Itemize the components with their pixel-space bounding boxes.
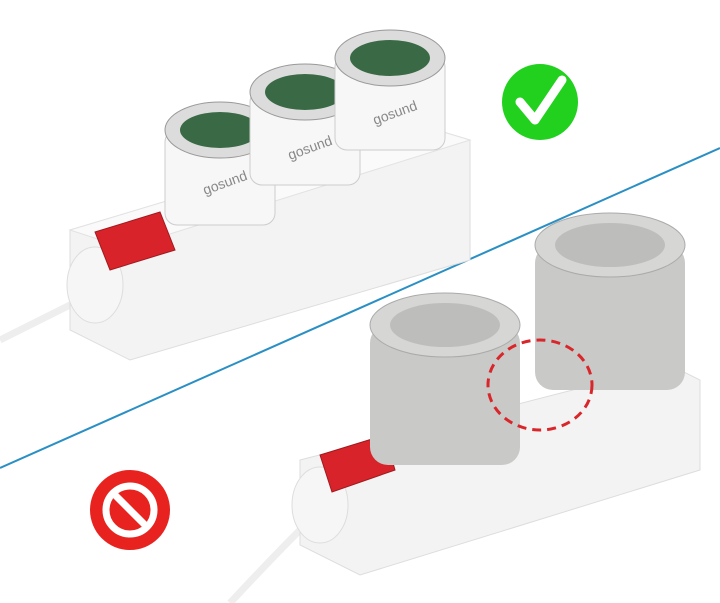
power-strip-bottom — [227, 212, 701, 603]
smart-plug: gosund — [164, 101, 276, 226]
smart-plug: gosund — [334, 29, 446, 151]
collision-highlight — [486, 338, 594, 432]
adapter-plug — [534, 212, 686, 390]
adapter-plug — [369, 292, 521, 465]
prohibited-icon — [90, 470, 170, 550]
checkmark-icon — [502, 64, 578, 140]
diagonal-divider — [0, 147, 720, 469]
smart-plug: gosund — [249, 63, 361, 186]
power-strip-top: gosund gosund gosund — [0, 29, 472, 361]
power-switch — [94, 211, 176, 271]
